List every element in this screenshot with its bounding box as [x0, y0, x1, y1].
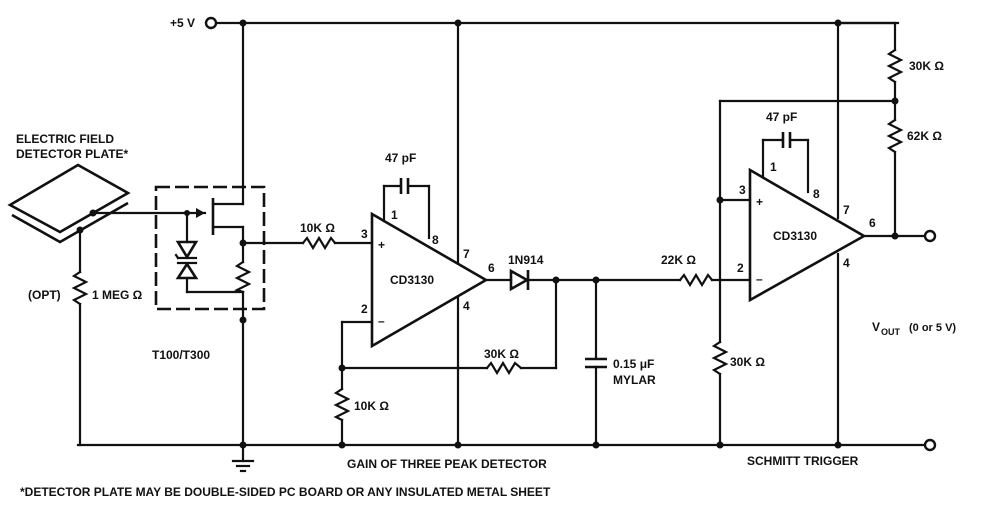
opamp-2-pin6: 6: [869, 216, 876, 230]
opamp-1-pin6: 6: [488, 261, 495, 275]
supply-rail: [204, 16, 900, 30]
capacitor-hold: [585, 278, 607, 447]
supply-terminal: [204, 16, 218, 30]
opamp-2-plus-sign: +: [756, 195, 763, 209]
resistor-30k-ground: [711, 198, 729, 447]
diode-label: 1N914: [508, 253, 544, 267]
opamp-2-pin1: 1: [770, 160, 777, 174]
opamp-1-pin7: 7: [463, 247, 470, 261]
supply-label: +5 V: [170, 16, 195, 30]
output-label-v: V: [872, 320, 880, 334]
capacitor-hold-type: MYLAR: [613, 373, 656, 387]
ground-icon: [231, 443, 255, 473]
plate-label-line2: DETECTOR PLATE*: [16, 147, 129, 161]
fet-module: [154, 21, 266, 447]
resistor-10k-input: [301, 235, 337, 251]
resistor-option-label: (OPT): [28, 288, 61, 302]
opamp-1-pin4: 4: [463, 299, 470, 313]
resistor-22k: [678, 272, 714, 288]
opamp-1-plus-sign: +: [378, 238, 385, 252]
resistor-1meg: [71, 228, 89, 447]
opamp-1-pin1: 1: [391, 208, 398, 222]
resistor-30k-feedback-label: 30K Ω: [484, 347, 519, 361]
opamp-peak-detector: [370, 21, 489, 447]
capacitor-hold-value: 0.15 μF: [613, 357, 654, 371]
plate-label-line1: ELECTRIC FIELD: [16, 132, 114, 146]
ground-rail: [76, 438, 937, 452]
opamp-1-minus-sign: –: [378, 314, 385, 328]
schmitt-trigger-caption: SCHMITT TRIGGER: [747, 454, 859, 468]
detector-plate-icon: [7, 163, 131, 244]
output-label-range: (0 or 5 V): [909, 322, 956, 334]
resistor-30k-feedback: [485, 360, 523, 376]
opamp-1-pin3: 3: [361, 227, 368, 241]
output-terminal: [923, 229, 937, 243]
opamp-2-pin3: 3: [739, 183, 746, 197]
output-label-sub: OUT: [881, 327, 901, 337]
footnote: *DETECTOR PLATE MAY BE DOUBLE-SIDED PC B…: [20, 485, 551, 499]
opamp-2-pin8: 8: [813, 187, 820, 201]
opamp-2-pin7: 7: [843, 203, 850, 217]
opamp-1-pin2: 2: [361, 302, 368, 316]
opamp-1-label: CD3130: [390, 273, 434, 287]
resistor-10k-input-label: 10K Ω: [300, 221, 335, 235]
resistor-30k-top: [886, 48, 904, 84]
resistor-10k-ground-label: 10K Ω: [354, 399, 389, 413]
diode-1n914-icon: [509, 268, 530, 292]
resistor-10k-ground: [333, 366, 351, 447]
fet-module-label: T100/T300: [152, 348, 210, 362]
opamp-2-label: CD3130: [773, 229, 817, 243]
cap-47pf-2-label: 47 pF: [766, 110, 797, 124]
resistor-1meg-label: 1 MEG Ω: [92, 288, 143, 302]
opamp-2-minus-sign: –: [756, 272, 763, 286]
resistor-62k: [886, 118, 904, 154]
opamp-schmitt: [748, 21, 867, 447]
resistor-30k-ground-label: 30K Ω: [730, 355, 765, 369]
cap-47pf-1-label: 47 pF: [385, 151, 416, 165]
opamp-2-pin4: 4: [843, 256, 850, 270]
opamp-1-pin8: 8: [432, 233, 439, 247]
resistor-30k-top-label: 30K Ω: [909, 59, 944, 73]
opamp-2-pin2: 2: [737, 261, 744, 275]
resistor-62k-label: 62K Ω: [907, 129, 942, 143]
ground-output-terminal: [923, 438, 937, 452]
resistor-22k-label: 22K Ω: [661, 253, 696, 267]
peak-detector-caption: GAIN OF THREE PEAK DETECTOR: [347, 457, 547, 471]
